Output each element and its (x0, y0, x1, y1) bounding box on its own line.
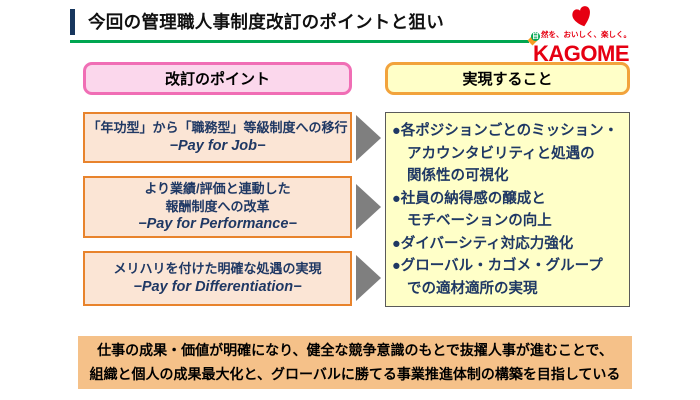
tomato-icon (571, 6, 590, 27)
goal-bullet-1-line2: アカウンタビリティと処遇の (407, 145, 595, 162)
point-2-subtitle: −Pay for Performance− (138, 216, 297, 233)
kagome-logo: 自然を、おいしく、楽しく。 KAGOME (527, 3, 635, 65)
page-title: 今回の管理職人事制度改訂のポイントと狙い (88, 12, 444, 32)
point-2-text-line2: 報酬制度への改革 (165, 198, 270, 214)
point-box-pay-for-differentiation: メリハリを付けた明確な処遇の実現 −Pay for Differentiatio… (83, 251, 352, 306)
goal-bullet-3: ●ダイバーシティ対応力強化 (392, 235, 574, 252)
point-3-text: メリハリを付けた明確な処遇の実現 (113, 261, 322, 277)
summary-line1: 仕事の成果・価値が明確になり、健全な競争意識のもとで抜擢人事が進むことで、 (97, 341, 613, 358)
point-3-subtitle: −Pay for Differentiation− (133, 278, 302, 295)
logo-tagline: 自然を、おいしく、楽しく。 (527, 31, 635, 41)
goals-box: ●各ポジションごとのミッション・ アカウンタビリティと処遇の 関係性の可視化 ●… (385, 112, 630, 307)
logo-wordmark: KAGOME (533, 41, 630, 66)
point-1-text: 「年功型」から「職務型」等級制度への移行 (87, 120, 348, 136)
summary-line2: 組織と個人の成果最大化と、グローバルに勝てる事業推進体制の構築を目指している (89, 365, 621, 382)
summary-box: 仕事の成果・価値が明確になり、健全な競争意識のもとで抜擢人事が進むことで、 組織… (78, 336, 632, 389)
arrow-right-icon (356, 184, 381, 230)
right-column-header-label: 実現すること (462, 71, 553, 88)
tagline-leaf-circle: 自 (531, 32, 540, 41)
point-box-pay-for-job: 「年功型」から「職務型」等級制度への移行 −Pay for Job− (83, 112, 352, 163)
goal-bullet-2-line1: ●社員の納得感の醸成と (392, 190, 546, 207)
goal-bullet-1-line1: ●各ポジションごとのミッション・ (392, 123, 619, 139)
arrow-right-icon (356, 255, 381, 301)
left-column-header-label: 改訂のポイント (164, 71, 270, 88)
goal-bullet-2-line2: モチベーションの向上 (407, 213, 552, 229)
point-2-text-line1: より業績/評価と連動した (144, 181, 291, 197)
title-underline (70, 40, 529, 43)
point-1-subtitle: −Pay for Job− (169, 137, 266, 154)
arrow-right-icon (356, 115, 381, 161)
goal-bullet-4-line1: ●グローバル・カゴメ・グループ (392, 258, 603, 274)
left-column-header: 改訂のポイント (83, 62, 352, 95)
logo-tagline-text: 然を、おいしく、楽しく。 (541, 30, 631, 39)
goal-bullet-1-line3: 関係性の可視化 (407, 168, 509, 184)
point-box-pay-for-performance: より業績/評価と連動した 報酬制度への改革 −Pay for Performan… (83, 176, 352, 238)
right-column-header: 実現すること (385, 62, 630, 95)
title-accent-bar (70, 9, 75, 35)
goal-bullet-4-line2: での適材適所の実現 (407, 280, 538, 297)
